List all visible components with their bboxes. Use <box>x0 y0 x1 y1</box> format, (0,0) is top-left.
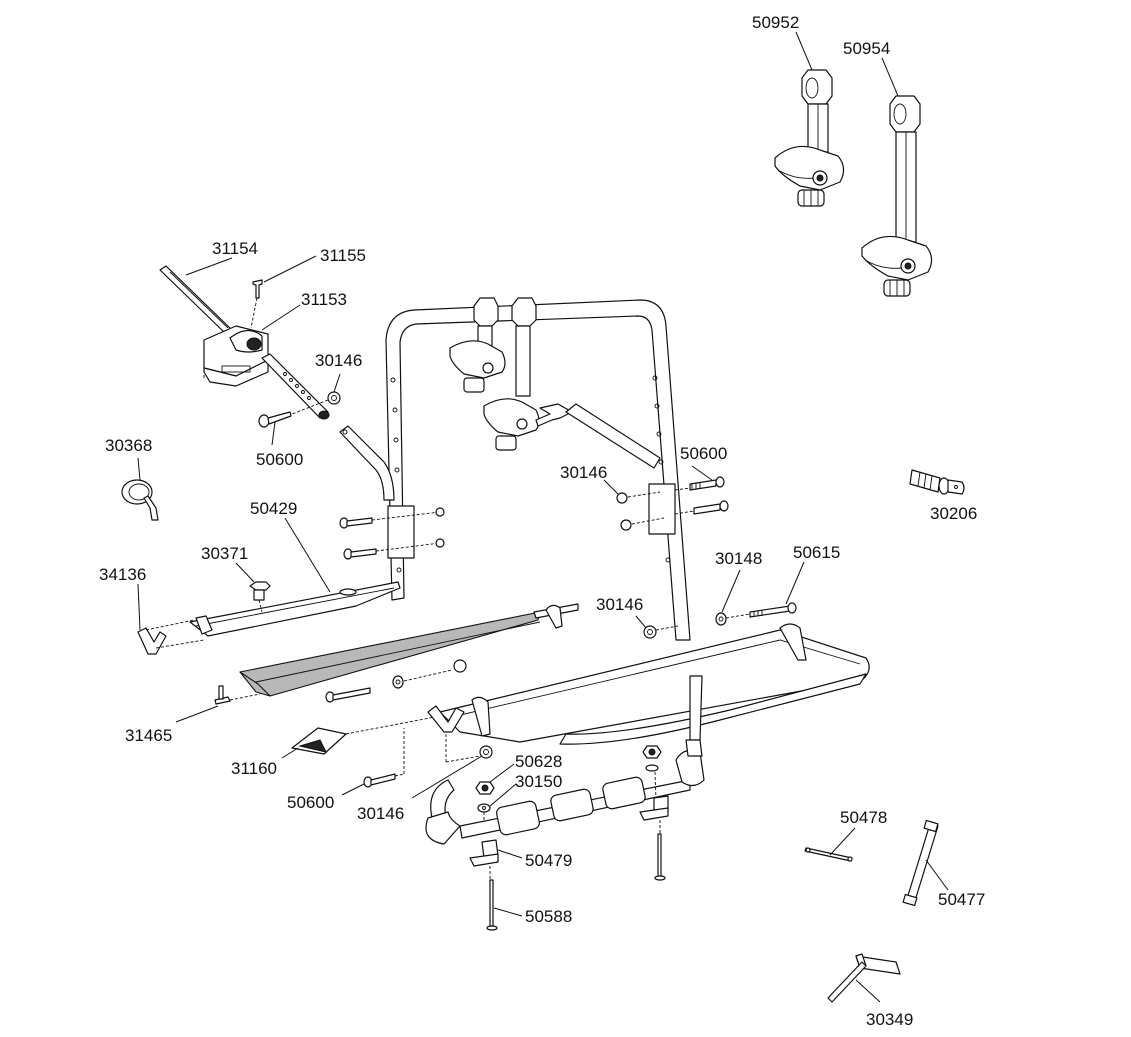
label-34136: 34136 <box>99 565 146 584</box>
part-30349-t-hex-key <box>827 953 901 1003</box>
part-50477-box-spanner <box>902 819 949 907</box>
part-30150-washer <box>477 783 517 820</box>
label-31154: 31154 <box>212 239 258 258</box>
label-30146-c: 30146 <box>596 595 643 614</box>
part-50628-lock-nut <box>475 763 515 795</box>
part-30206-lock-cylinder <box>909 469 965 495</box>
label-50477: 50477 <box>938 890 985 909</box>
label-31155: 31155 <box>320 246 366 265</box>
label-50628: 50628 <box>515 752 562 771</box>
right-lock-nut-washer <box>639 745 669 881</box>
part-50479-bracket <box>469 839 523 880</box>
label-50588: 50588 <box>525 907 572 926</box>
label-50600-c: 50600 <box>287 793 334 812</box>
middle-bolt-washer-nut <box>325 659 467 703</box>
label-31153: 31153 <box>301 290 347 309</box>
part-50600-bolt-c <box>341 728 405 796</box>
label-50479: 50479 <box>525 851 572 870</box>
part-50429-wheel-channel <box>189 517 401 637</box>
frame-holders-mounted <box>449 297 661 469</box>
label-30146-a: 30146 <box>315 351 362 370</box>
label-31465: 31465 <box>125 726 172 745</box>
label-30349: 30349 <box>866 1010 913 1029</box>
base-frame <box>425 623 870 845</box>
part-30371-knob <box>235 562 271 613</box>
main-frame <box>339 299 691 641</box>
label-30206: 30206 <box>930 504 977 523</box>
label-50478: 50478 <box>840 808 887 827</box>
label-50429: 50429 <box>250 499 297 518</box>
label-50952: 50952 <box>752 13 799 32</box>
wheel-channel-lower-grey <box>239 603 579 697</box>
left-clamp-bolts <box>339 507 445 560</box>
label-30148: 30148 <box>715 549 762 568</box>
part-50600-bolt-b <box>674 465 729 515</box>
label-31160: 31160 <box>231 759 277 778</box>
part-50615-long-bolt <box>749 561 805 618</box>
part-34136-end-clip <box>137 583 205 655</box>
label-30146-d: 30146 <box>357 804 404 823</box>
label-30146-b: 30146 <box>560 463 607 482</box>
part-30368-strap-loop <box>121 457 159 521</box>
part-50600-bolt-a <box>258 411 292 446</box>
label-50954: 50954 <box>843 39 890 58</box>
part-31465-t-bolt <box>175 685 261 723</box>
part-31155-screw <box>250 255 317 329</box>
label-30150: 30150 <box>515 772 562 791</box>
part-31154-strap <box>159 257 233 335</box>
label-50600-a: 50600 <box>256 450 303 469</box>
label-50600-b: 50600 <box>680 444 727 463</box>
part-30146-nut-c <box>635 615 679 639</box>
label-30371: 30371 <box>201 544 248 563</box>
part-50478-pin <box>804 827 856 862</box>
label-50615: 50615 <box>793 543 840 562</box>
part-31153-lock-block <box>203 304 330 420</box>
part-50588-long-screw <box>486 879 523 931</box>
part-50954-frame-holder <box>861 57 933 297</box>
label-30368: 30368 <box>105 436 152 455</box>
part-30146-nut-d <box>411 745 493 799</box>
part-31160-pad <box>281 715 441 759</box>
part-30146-nut-b <box>603 479 665 531</box>
part-50952-frame-holder <box>774 31 845 207</box>
part-30148-washer <box>715 569 751 626</box>
